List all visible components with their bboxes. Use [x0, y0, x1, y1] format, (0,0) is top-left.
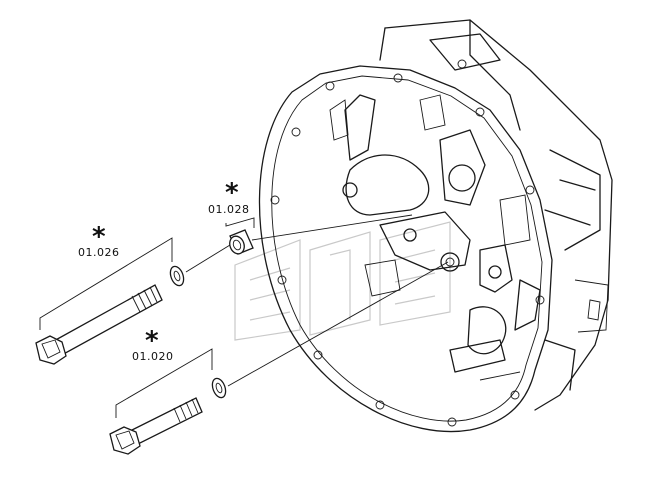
part-code-01-026: 01.026	[78, 246, 120, 259]
bolt-lower-part	[109, 377, 227, 455]
leader-lines	[185, 214, 449, 387]
asterisk-marker-01-020: *	[145, 326, 159, 356]
asterisk-marker-01-026: *	[92, 222, 106, 252]
part-code-01-020: 01.020	[132, 350, 174, 363]
watermark-logo	[234, 221, 451, 341]
part-code-01-028: 01.028	[208, 203, 250, 216]
bolt-upper-part	[35, 265, 185, 365]
bushing-part	[229, 229, 254, 255]
asterisk-marker-01-028: *	[225, 178, 239, 208]
callout-brackets	[39, 217, 255, 418]
bell-housing	[258, 19, 613, 433]
